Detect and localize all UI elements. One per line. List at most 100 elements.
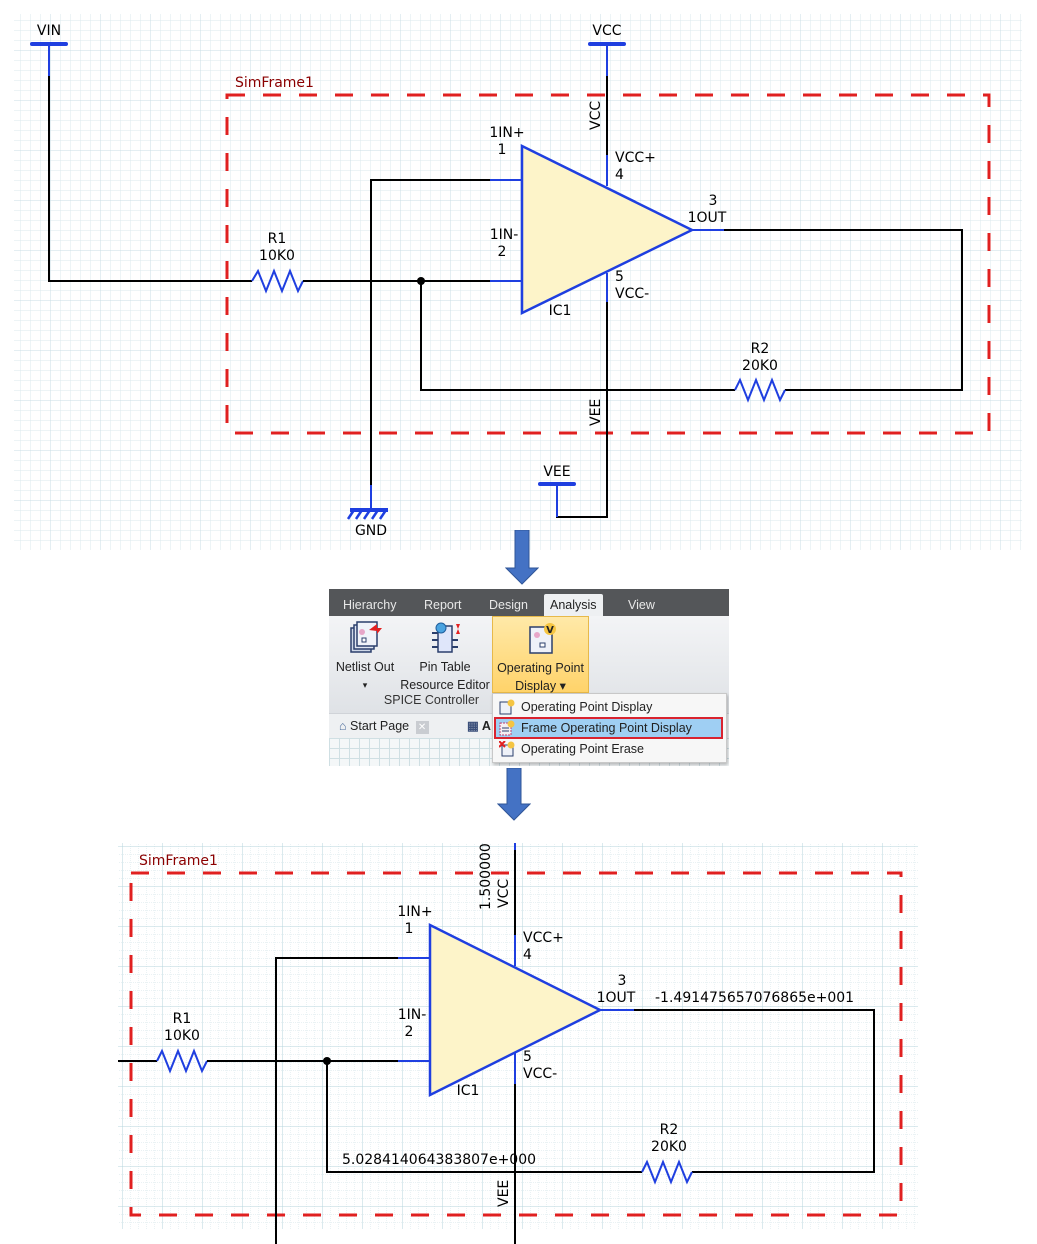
- vee-net-label: VEE: [588, 399, 604, 426]
- operating-point-erase-icon: [499, 741, 515, 757]
- r1-designator: R1: [173, 1011, 192, 1027]
- tab-hierarchy[interactable]: Hierarchy: [343, 598, 397, 612]
- operating-point-icon: V: [528, 623, 556, 654]
- pin-vcc-plus-name: VCC+: [615, 150, 656, 166]
- pin-vcc-plus-name: VCC+: [523, 930, 564, 946]
- r2-value: 20K0: [651, 1139, 687, 1155]
- operating-point-display-button[interactable]: V Operating Point Display ▾: [492, 616, 589, 693]
- netlist-out-label: Netlist Out: [335, 660, 395, 674]
- in-minus-operating-point-value: 5.028414064383807e+000: [342, 1152, 536, 1168]
- pin-table-icon: [432, 622, 460, 653]
- netlist-out-icon: [350, 621, 382, 653]
- pin-out-name: 1OUT: [597, 990, 636, 1006]
- resistor-r1[interactable]: R1 10K0: [251, 231, 304, 294]
- vin-power-port[interactable]: VIN: [30, 23, 68, 76]
- operating-point-dropdown-menu: Operating Point Display Frame Operating …: [492, 693, 727, 763]
- operating-point-display-label-2[interactable]: Display ▾: [515, 679, 566, 693]
- sim-frame[interactable]: [129, 871, 903, 1217]
- home-icon: ⌂: [339, 719, 347, 733]
- resistor-r1[interactable]: R1 10K0: [156, 1011, 208, 1074]
- resistor-r2[interactable]: R2 20K0: [641, 1122, 693, 1185]
- schematic-doc-icon: ▦: [467, 719, 479, 733]
- pin-in-plus-num: 1: [405, 921, 414, 937]
- pin-in-minus-num: 2: [405, 1024, 414, 1040]
- r1-designator: R1: [268, 231, 287, 247]
- tab-view[interactable]: View: [628, 598, 655, 612]
- gnd-label: GND: [355, 523, 387, 539]
- pin-in-minus-name: 1IN-: [490, 227, 519, 243]
- vcc-operating-point-value: 1.500000: [478, 843, 494, 910]
- pin-vcc-minus-num: 5: [615, 269, 624, 285]
- pin-in-plus-num: 1: [498, 142, 507, 158]
- operating-point-display-icon: [499, 699, 515, 715]
- r2-designator: R2: [660, 1122, 679, 1138]
- wire-output: [634, 1009, 875, 1173]
- resistor-r2[interactable]: R2 20K0: [734, 341, 786, 403]
- vcc-power-port[interactable]: VCC: [588, 23, 626, 76]
- ribbon-tab-bar: Hierarchy Report Design Analysis View: [329, 589, 729, 616]
- menu-item-label: Operating Point Display: [521, 700, 653, 714]
- pin-in-minus-name: 1IN-: [398, 1007, 427, 1023]
- vee-port-label: VEE: [543, 464, 570, 480]
- r2-value: 20K0: [742, 358, 778, 374]
- down-arrow-icon: [497, 768, 531, 821]
- spice-controller-group-label: SPICE Controller: [383, 693, 480, 707]
- operating-point-display-label-1: Operating Point: [497, 661, 584, 675]
- frame-operating-point-icon: [499, 720, 515, 736]
- r1-value: 10K0: [164, 1028, 200, 1044]
- wire-feedback: [420, 281, 735, 391]
- menu-item-frame-operating-point-display[interactable]: Frame Operating Point Display: [494, 717, 723, 739]
- vcc-port-label: VCC: [592, 23, 621, 39]
- pin-in-plus-name: 1IN+: [397, 904, 432, 920]
- pin-vcc-minus-name: VCC-: [523, 1066, 557, 1082]
- opamp-designator: IC1: [549, 303, 572, 319]
- pin-out-name: 1OUT: [688, 210, 727, 226]
- wire-gnd: [275, 957, 398, 1244]
- schematic-after: SimFrame1 R1 10K0 1.500000 VCC 1IN+ 1 1I…: [118, 843, 918, 1244]
- schematic-tab-label: A: [481, 719, 491, 733]
- menu-item-label: Frame Operating Point Display: [521, 721, 692, 735]
- netlist-out-dropdown-caret[interactable]: ▾: [362, 680, 368, 690]
- opamp-ic1[interactable]: 1IN+ 1 1IN- 2 VCC+ 4 5 VCC- 3 1OUT IC1: [397, 904, 635, 1099]
- pin-table-resource-editor-button[interactable]: Pin Table Resource Editor: [399, 616, 491, 694]
- gnd-power-port[interactable]: GND: [346, 485, 388, 539]
- tab-design[interactable]: Design: [489, 598, 528, 612]
- schematic-before: SimFrame1 VIN R1 10K0 GND VCC VCC: [14, 14, 1022, 550]
- opamp-designator: IC1: [457, 1083, 480, 1099]
- pin-vcc-minus-name: VCC-: [615, 286, 649, 302]
- tab-report[interactable]: Report: [424, 598, 462, 612]
- wire-gnd: [370, 179, 522, 485]
- menu-item-label: Operating Point Erase: [521, 742, 644, 756]
- pin-in-minus-num: 2: [498, 244, 507, 260]
- svg-text:V: V: [546, 625, 554, 636]
- pin-out-num: 3: [709, 193, 718, 209]
- resource-editor-label: Resource Editor: [400, 678, 490, 692]
- pin-in-plus-name: 1IN+: [489, 125, 524, 141]
- doc-tab-schematic[interactable]: ▦ A: [467, 717, 491, 735]
- netlist-out-button[interactable]: Netlist Out ▾: [331, 616, 399, 694]
- wire-feedback: [326, 1061, 642, 1173]
- tab-analysis[interactable]: Analysis: [544, 594, 603, 616]
- vin-label: VIN: [37, 23, 61, 39]
- vee-power-port[interactable]: VEE: [538, 464, 576, 517]
- menu-item-operating-point-display[interactable]: Operating Point Display: [495, 697, 722, 717]
- opamp-ic1[interactable]: 1IN+ 1 1IN- 2 VCC+ 4 5 VCC- 3 1OUT IC1: [489, 125, 726, 319]
- vcc-net-label: VCC: [588, 101, 604, 130]
- wire-output: [724, 229, 963, 391]
- sim-frame-label: SimFrame1: [235, 75, 314, 91]
- down-arrow-icon: [505, 530, 539, 585]
- wire-vin: [48, 76, 252, 282]
- doc-tab-start-page[interactable]: ⌂ Start Page ✕: [339, 717, 429, 735]
- start-page-label: Start Page: [350, 719, 410, 733]
- pin-out-num: 3: [618, 973, 627, 989]
- pin-vcc-plus-num: 4: [615, 167, 624, 183]
- vcc-net-label: VCC: [496, 879, 512, 908]
- r1-value: 10K0: [259, 248, 295, 264]
- pin-table-label: Pin Table: [419, 660, 471, 674]
- vee-net-label: VEE: [496, 1180, 512, 1207]
- close-tab-icon[interactable]: ✕: [415, 721, 429, 734]
- output-operating-point-value: -1.491475657076865e+001: [655, 990, 854, 1006]
- pin-vcc-minus-num: 5: [523, 1049, 532, 1065]
- menu-item-operating-point-erase[interactable]: Operating Point Erase: [495, 739, 722, 759]
- pin-vcc-plus-num: 4: [523, 947, 532, 963]
